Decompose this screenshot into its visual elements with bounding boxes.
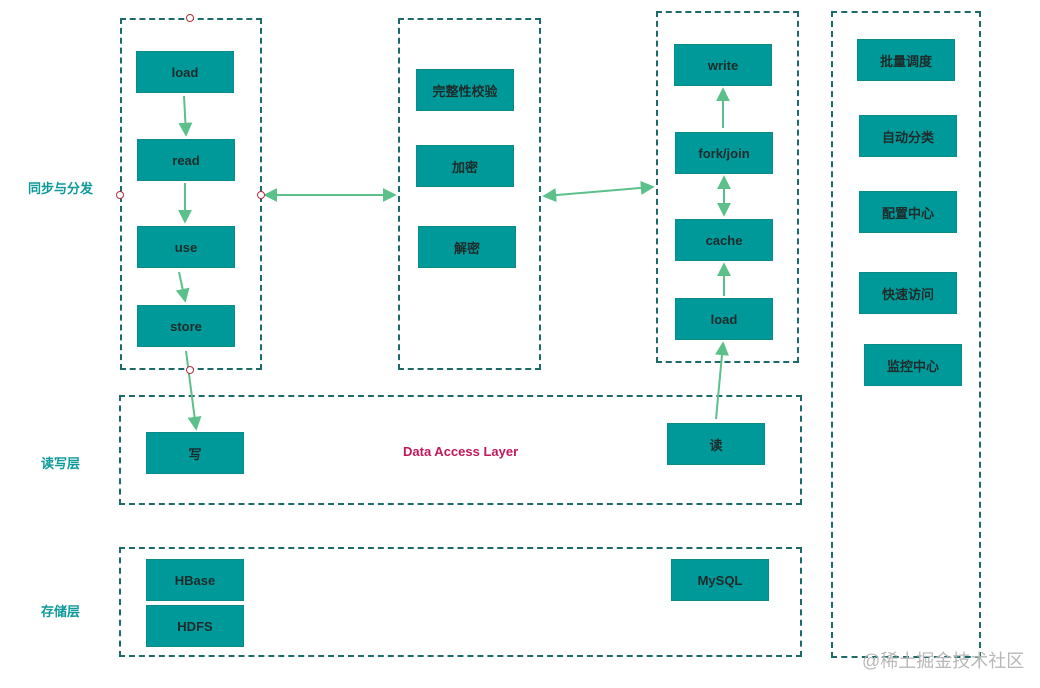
frame-management xyxy=(831,11,981,658)
box-monitor-center: 监控中心 xyxy=(864,344,962,386)
handle-right xyxy=(257,191,265,199)
box-use: use xyxy=(137,226,235,268)
box-fork-join: fork/join xyxy=(675,132,773,174)
handle-left xyxy=(116,191,124,199)
box-write: write xyxy=(674,44,772,86)
arrow-security-readpath xyxy=(542,180,655,203)
arrow-readcn-to-load xyxy=(714,341,729,420)
box-cache: cache xyxy=(675,219,773,261)
label-storage-layer: 存储层 xyxy=(41,604,81,619)
handle-top xyxy=(186,14,194,22)
handle-bottom xyxy=(186,366,194,374)
box-hdfs: HDFS xyxy=(146,605,244,647)
box-read: read xyxy=(137,139,235,181)
label-sync-distribute: 同步与分发 xyxy=(28,181,94,196)
frame-storage-layer xyxy=(119,547,802,657)
box-read-cn: 读 xyxy=(667,423,765,465)
box-integrity-check: 完整性校验 xyxy=(416,69,514,111)
arrow-use-to-store xyxy=(175,271,190,303)
box-store: store xyxy=(137,305,235,347)
box-decrypt: 解密 xyxy=(418,226,516,268)
box-fast-access: 快速访问 xyxy=(859,272,957,314)
watermark: @稀土掘金技术社区 xyxy=(862,651,1025,671)
arrow-store-to-write xyxy=(185,350,202,431)
frame-read-path xyxy=(656,11,799,363)
box-mysql: MySQL xyxy=(671,559,769,601)
frame-security xyxy=(398,18,541,370)
box-hbase: HBase xyxy=(146,559,244,601)
box-load-read: load xyxy=(675,298,773,340)
frame-data-access-layer xyxy=(119,395,802,505)
arrow-load-to-read xyxy=(178,95,193,137)
box-auto-classify: 自动分类 xyxy=(859,115,957,157)
box-load: load xyxy=(136,51,234,93)
box-encrypt: 加密 xyxy=(416,145,514,187)
label-read-write-layer: 读写层 xyxy=(41,456,81,471)
box-config-center: 配置中心 xyxy=(859,191,957,233)
box-write-cn: 写 xyxy=(146,432,244,474)
box-batch-schedule: 批量调度 xyxy=(857,39,955,81)
data-access-layer-label: Data Access Layer xyxy=(403,444,519,459)
